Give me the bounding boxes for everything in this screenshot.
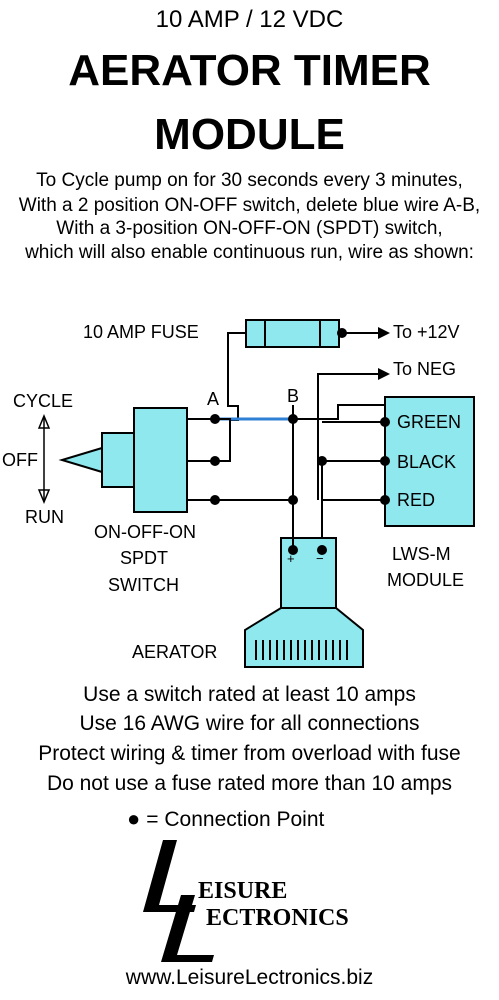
website-link[interactable]: www.LeisureLectronics.biz [125,966,374,989]
connection-dot [288,495,298,505]
point-b-label: B [287,386,300,406]
connection-dot [380,417,390,427]
intro-line: which will also enable continuous run, w… [25,242,474,263]
note-line: Protect wiring & timer from overload wit… [38,742,461,765]
connection-dot [317,456,327,466]
title-line-2: MODULE [154,110,345,159]
note-line: Do not use a fuse rated more than 10 amp… [46,772,453,795]
terminal-black: BLACK [397,452,457,472]
cycle-label: CYCLE [13,391,74,411]
connection-dot [210,495,220,505]
connection-dot [317,545,327,555]
terminal-red: RED [397,490,436,510]
connection-dot [380,456,390,466]
point-a-label: A [207,389,220,409]
note-line: Use a switch rated at least 10 amps [83,683,416,706]
aerator-minus: − [316,551,324,566]
connection-dot [380,495,390,505]
connection-dot [288,545,298,555]
connection-dot [210,456,220,466]
legend: ●= Connection Point [127,806,324,832]
fuse-label: 10 AMP FUSE [83,322,199,342]
aerator-label: AERATOR [132,642,218,662]
toggle-lever [58,446,103,474]
lws-m-module [384,396,475,527]
run-label: RUN [25,507,64,527]
module-label-2: MODULE [387,570,465,590]
title-line-1: AERATOR TIMER [68,46,431,95]
switch-label-3: SWITCH [108,575,179,595]
header-spec: 10 AMP / 12 VDC [155,6,344,33]
aerator-vents [255,640,348,660]
off-label: OFF [2,450,38,470]
connection-point-dot-icon: ● [127,806,141,831]
module-label-1: LWS-M [392,544,451,564]
aerator-plus: + [287,551,295,566]
legend-text: = Connection Point [146,808,325,831]
to-positive-label: To +12V [393,322,460,342]
intro-line: With a 2 position ON-OFF switch, delete … [18,195,481,216]
fuse [245,319,340,348]
intro-line: With a 3-position ON-OFF-ON (SPDT) switc… [56,218,443,239]
terminal-green: GREEN [397,412,462,432]
switch-body [133,407,188,513]
toggle-handle [101,432,135,488]
connection-dot [337,328,347,338]
intro-line: To Cycle pump on for 30 seconds every 3 … [36,170,463,191]
connection-points [210,328,390,555]
note-line: Use 16 AWG wire for all connections [79,712,420,735]
connection-dot [288,414,298,424]
to-negative-label: To NEG [393,359,457,379]
switch-label-2: SPDT [120,548,169,568]
switch-label-1: ON-OFF-ON [94,522,196,542]
connection-dot [210,414,220,424]
